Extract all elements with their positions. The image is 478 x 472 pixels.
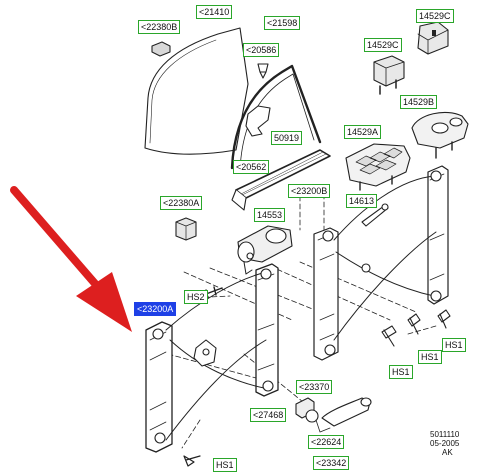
rear-window-regulator bbox=[313, 165, 449, 361]
callout-22380a[interactable]: <22380A bbox=[160, 196, 203, 210]
callout-14553[interactable]: 14553 bbox=[254, 208, 286, 222]
reference-initials: AK bbox=[442, 448, 453, 457]
callout-22624[interactable]: <22624 bbox=[308, 435, 345, 449]
red-pointer-arrow bbox=[10, 186, 132, 332]
callout-hs1-a[interactable]: HS1 bbox=[418, 350, 442, 364]
belt-weatherstrip bbox=[231, 149, 331, 211]
bracket-50919 bbox=[245, 105, 271, 137]
callout-14529b[interactable]: 14529B bbox=[400, 95, 438, 109]
callout-23200a-selected[interactable]: <23200A bbox=[134, 302, 177, 316]
callout-14529c-top[interactable]: 14529C bbox=[416, 9, 454, 23]
window-motor bbox=[237, 225, 293, 275]
callout-14529a[interactable]: 14529A bbox=[344, 125, 382, 139]
switch-14529b bbox=[411, 111, 469, 159]
door-glass bbox=[144, 27, 249, 155]
callout-14529c[interactable]: 14529C bbox=[364, 38, 402, 52]
callout-22380b[interactable]: <22380B bbox=[138, 20, 181, 34]
callout-hs1-b[interactable]: HS1 bbox=[442, 338, 466, 352]
front-window-regulator bbox=[145, 263, 279, 453]
reference-date: 05-2005 bbox=[430, 439, 460, 448]
reference-code: 5011110 bbox=[430, 430, 460, 439]
callout-21410[interactable]: <21410 bbox=[196, 5, 233, 19]
callout-50919[interactable]: 50919 bbox=[271, 131, 303, 145]
callout-23200b[interactable]: <23200B bbox=[288, 184, 331, 198]
switch-14529c bbox=[373, 21, 449, 95]
callout-20586[interactable]: <20586 bbox=[243, 43, 280, 57]
callout-hs2[interactable]: HS2 bbox=[184, 290, 208, 304]
handle-parts bbox=[295, 397, 372, 433]
callout-hs1-c[interactable]: HS1 bbox=[389, 365, 413, 379]
drawing-reference: 5011110 05-2005 AK bbox=[430, 430, 459, 457]
clip-22380b bbox=[151, 41, 171, 57]
fastener-20586 bbox=[257, 63, 269, 79]
switch-14529a bbox=[345, 143, 411, 191]
callout-20562[interactable]: <20562 bbox=[233, 160, 270, 174]
callout-23370[interactable]: <23370 bbox=[296, 380, 333, 394]
callout-27468[interactable]: <27468 bbox=[250, 408, 287, 422]
callout-23342[interactable]: <23342 bbox=[313, 456, 350, 470]
callout-14613[interactable]: 14613 bbox=[346, 194, 378, 208]
screws bbox=[183, 286, 451, 467]
callout-21598[interactable]: <21598 bbox=[264, 16, 301, 30]
